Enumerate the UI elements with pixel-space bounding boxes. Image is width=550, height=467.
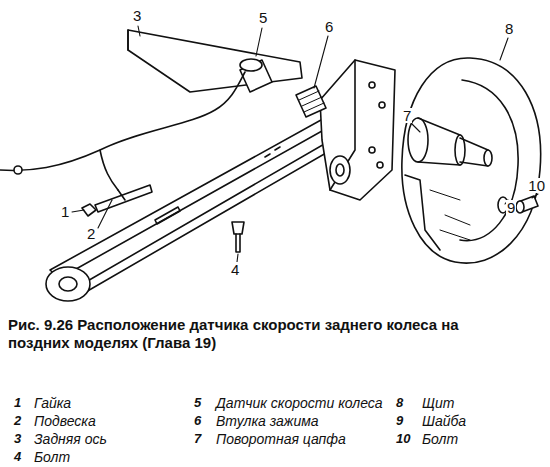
callout-number: 1	[60, 204, 70, 219]
legend-number: 4	[14, 450, 21, 463]
part-name: Болт	[422, 432, 458, 446]
callout-number: 2	[86, 226, 96, 241]
legend-number: 8	[396, 396, 403, 409]
legend-number: 2	[14, 414, 21, 427]
callout-number: 3	[132, 8, 142, 23]
legend-number: 7	[194, 432, 201, 445]
part-name: Датчик скорости колеса	[216, 396, 383, 410]
legend-number: 10	[396, 432, 410, 445]
part-name: Щит	[422, 396, 454, 410]
callout-number: 10	[527, 178, 546, 193]
part-name: Задняя ось	[34, 432, 107, 446]
legend-number: 5	[194, 396, 201, 409]
part-name: Шайба	[422, 414, 466, 428]
part-name: Поворотная цапфа	[216, 432, 346, 446]
part-name: Болт	[34, 450, 70, 464]
legend-number: 6	[194, 414, 201, 427]
callout-number: 4	[230, 262, 240, 277]
part-name: Подвеска	[34, 414, 96, 428]
callout-number: 6	[324, 19, 334, 34]
legend-number: 9	[396, 414, 403, 427]
callout-number: 7	[402, 108, 412, 123]
callout-number: 8	[504, 21, 514, 36]
part-name: Втулка зажима	[216, 414, 319, 428]
callout-number: 9	[506, 200, 516, 215]
legend-number: 3	[14, 432, 21, 445]
legend-number: 1	[14, 396, 21, 409]
figure-caption: Рис. 9.26 Расположение датчика скорости …	[8, 316, 508, 352]
callout-number: 5	[258, 10, 268, 25]
part-name: Гайка	[34, 396, 71, 410]
